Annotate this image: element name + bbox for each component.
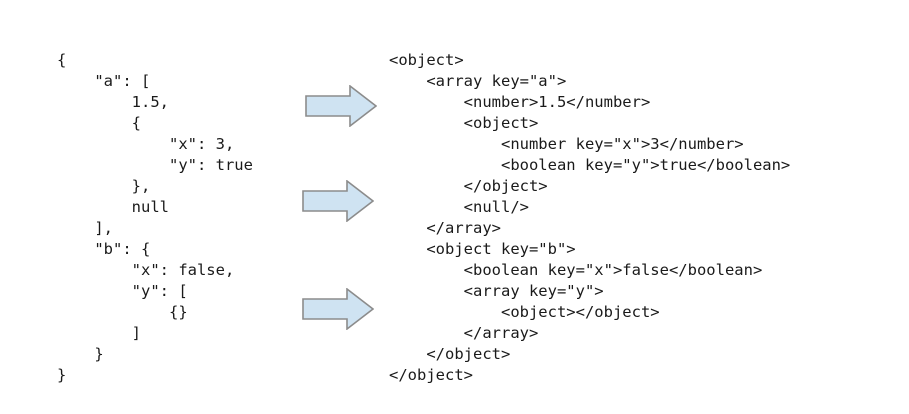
xml-line-3: <number>1.5</number> (389, 92, 651, 111)
xml-line-8: <null/> (389, 197, 529, 216)
xml-line-5: <number key="x">3</number> (389, 134, 744, 153)
json-line-6: "y": true (57, 155, 253, 174)
json-line-11: "x": false, (57, 260, 235, 279)
json-line-7: }, (57, 176, 151, 195)
json-line-3: 1.5, (57, 92, 169, 111)
json-line-1: { (57, 50, 67, 69)
right-arrow-icon (302, 288, 374, 330)
xml-line-6: <boolean key="y">true</boolean> (389, 155, 791, 174)
xml-line-15: </object> (389, 344, 511, 363)
json-line-14: ] (57, 323, 141, 342)
xml-line-13: <object></object> (389, 302, 660, 321)
json-line-9: ], (57, 218, 113, 237)
json-line-2: "a": [ (57, 71, 151, 90)
right-arrow-icon (305, 85, 377, 127)
json-line-15: } (57, 344, 104, 363)
xml-line-4: <object> (389, 113, 539, 132)
xml-line-9: </array> (389, 218, 501, 237)
xml-line-11: <boolean key="x">false</boolean> (389, 260, 763, 279)
json-line-8: null (57, 197, 169, 216)
xml-line-16: </object> (389, 365, 473, 384)
xml-line-1: <object> (389, 50, 464, 69)
json-line-12: "y": [ (57, 281, 188, 300)
xml-line-7: </object> (389, 176, 548, 195)
json-line-4: { (57, 113, 141, 132)
json-line-5: "x": 3, (57, 134, 235, 153)
xml-line-10: <object key="b"> (389, 239, 576, 258)
right-arrow-icon (302, 180, 374, 222)
xml-line-14: </array> (389, 323, 539, 342)
json-line-16: } (57, 365, 67, 384)
json-source-code: { "a": [ 1.5, { "x": 3, "y": true }, nul… (57, 50, 253, 386)
json-line-10: "b": { (57, 239, 151, 258)
xml-result-code: <object> <array key="a"> <number>1.5</nu… (389, 50, 790, 386)
xml-line-2: <array key="a"> (389, 71, 567, 90)
xml-line-12: <array key="y"> (389, 281, 604, 300)
json-line-13: {} (57, 302, 188, 321)
